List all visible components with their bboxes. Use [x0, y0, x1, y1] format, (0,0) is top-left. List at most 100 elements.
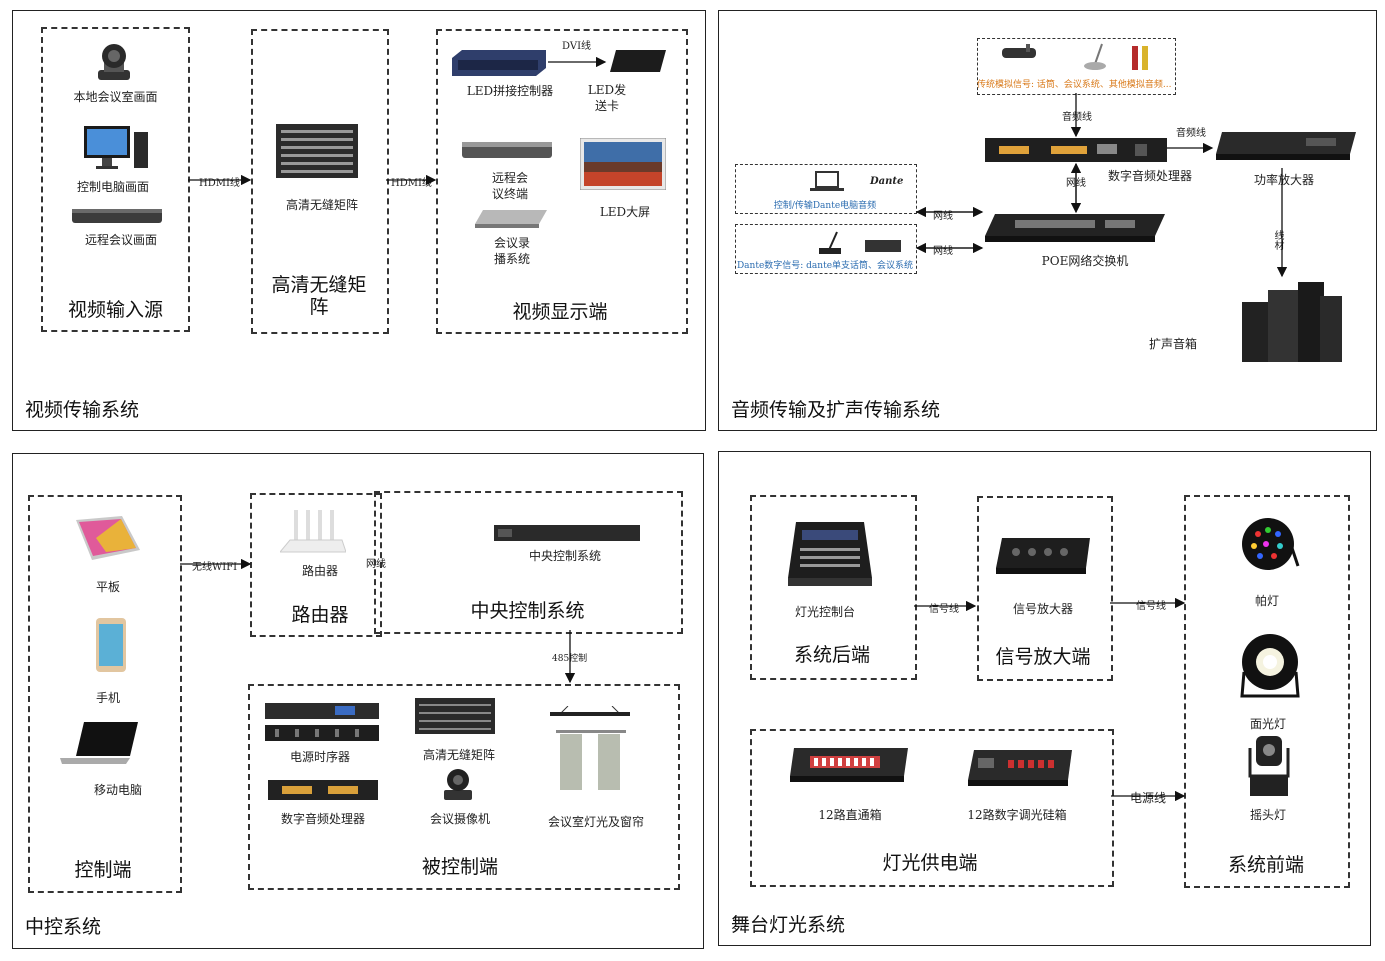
audio-processor-icon	[985, 138, 1167, 162]
dante-mic-icon	[815, 230, 845, 256]
central-control-group-label: 中央控制系统	[470, 600, 585, 622]
hdmi-cable-label-1: HDMI线	[199, 178, 240, 189]
led-controller-icon	[452, 50, 546, 76]
speaker-cable-label: 线材	[1272, 230, 1283, 250]
matrix-device-label: 高清无缝矩阵	[285, 198, 358, 212]
controlled-matrix-label: 高清无缝矩阵	[422, 748, 495, 762]
poe-switch-icon	[985, 214, 1165, 244]
backend-group-label: 系统后端	[793, 644, 870, 666]
router-device-label: 路由器	[301, 564, 338, 578]
recording-system-label: 会议录 播系统	[493, 236, 530, 266]
audio-system-title: 音频传输及扩声传输系统	[731, 399, 941, 421]
poe-switch-label: POE网络交换机	[1041, 254, 1129, 268]
central-control-group	[374, 491, 683, 634]
dante-logo: Dante	[870, 176, 904, 187]
led-sender-icon	[610, 50, 666, 74]
gooseneck-mic-icon	[1082, 40, 1108, 70]
analog-source-label: 传统模拟信号: 话筒、会议系统、其他模拟音频...	[977, 80, 1172, 90]
wifi-label: 无线WIFI	[192, 562, 238, 573]
speaker-cabinets-icon	[1242, 282, 1342, 362]
net-label: 网线	[366, 559, 386, 570]
moving-head-label: 摇头灯	[1249, 808, 1286, 822]
speakers-label: 扩声音箱	[1148, 337, 1197, 351]
laptop-device-icon	[60, 722, 140, 766]
control-system-title: 中控系统	[25, 916, 102, 938]
controlled-dsp-label: 数字音频处理器	[280, 812, 365, 826]
led-sender-label: LED发 送卡	[587, 83, 627, 113]
matrix-group-label: 高清无缝矩 阵	[271, 274, 367, 318]
net-line-label-2: 网线	[933, 211, 953, 222]
signal-line-label-1: 信号线	[929, 604, 959, 615]
display-group-label: 视频显示端	[512, 301, 608, 323]
power-sequencer-label: 电源时序器	[289, 750, 350, 764]
conference-camera-label: 会议摄像机	[429, 812, 490, 826]
tablet-icon	[76, 516, 140, 562]
par-light-label: 帕灯	[1254, 594, 1279, 608]
control-end-group-label: 控制端	[74, 859, 132, 881]
frontend-group-label: 系统前端	[1227, 854, 1304, 876]
router-group-label: 路由器	[291, 604, 349, 626]
remote-conf-label: 远程会议画面	[84, 233, 157, 247]
hd-matrix-icon	[276, 124, 358, 178]
video-input-group-label: 视频输入源	[67, 299, 163, 321]
router-icon	[278, 510, 347, 558]
amplifier-group	[977, 496, 1113, 681]
power-amplifier-icon	[1216, 132, 1356, 162]
controlled-matrix-icon	[415, 698, 495, 734]
dante-box-icon	[865, 238, 901, 254]
led-screen-label: LED大屏	[599, 205, 651, 219]
power-amplifier-label: 功率放大器	[1253, 173, 1314, 187]
dante-mic-label: Dante数字信号: dante单支话筒、会议系统	[736, 261, 914, 271]
ptz-camera-icon	[92, 42, 136, 82]
conference-camera-icon	[438, 766, 478, 802]
stage-system-title: 舞台灯光系统	[731, 914, 846, 936]
controlled-group-label: 被控制端	[421, 856, 498, 878]
video-system-title: 视频传输系统	[25, 399, 140, 421]
wireless-mic-icon	[1000, 42, 1040, 66]
led-controller-label: LED拼接控制器	[466, 84, 554, 98]
dimmer-box-icon	[968, 750, 1072, 788]
dvi-cable-label: DVI线	[562, 41, 592, 52]
tablet-label: 平板	[95, 580, 120, 594]
power-line-label: 电源线	[1130, 791, 1167, 805]
phone-icon	[96, 618, 126, 672]
power-group	[750, 729, 1114, 887]
remote-terminal-icon	[462, 140, 552, 160]
dante-pc-label: 控制/传输Dante电脑音频	[773, 201, 877, 211]
lighting-console-icon	[788, 522, 872, 588]
desktop-pc-icon	[84, 126, 150, 170]
signal-amplifier-label: 信号放大器	[1012, 602, 1073, 616]
lights-curtain-icon	[550, 705, 634, 792]
net-line-label-3: 网线	[933, 246, 953, 257]
conference-terminal-icon	[72, 205, 162, 225]
laptop-label: 移动电脑	[93, 783, 142, 797]
power-sequencer-icon	[265, 703, 379, 741]
dante-pc-box	[735, 164, 917, 214]
controlled-group	[248, 684, 680, 890]
led-screen-icon	[579, 137, 667, 191]
control-end-group	[28, 495, 182, 893]
par-light-icon	[1240, 518, 1300, 580]
audio-line-label-1: 音频线	[1062, 112, 1092, 123]
lighting-console-label: 灯光控制台	[794, 605, 855, 619]
phone-label: 手机	[95, 691, 120, 705]
controlled-dsp-icon	[268, 780, 378, 800]
dimmer-box-label: 12路数字调光硅箱	[967, 808, 1067, 822]
central-control-device-label: 中央控制系统	[528, 549, 601, 563]
audio-line-label-2: 音频线	[1176, 128, 1206, 139]
frontend-group	[1184, 495, 1350, 888]
video-display-group	[436, 29, 688, 334]
pc-screen-label: 控制电脑画面	[76, 180, 149, 194]
local-room-label: 本地会议室画面	[73, 90, 158, 104]
direct-box-icon	[790, 748, 908, 784]
central-control-icon	[494, 523, 640, 543]
remote-terminal-label: 远程会 议终端	[491, 171, 528, 201]
power-group-label: 灯光供电端	[882, 852, 978, 874]
recording-system-icon	[475, 210, 547, 230]
audio-processor-label: 数字音频处理器	[1107, 169, 1192, 183]
net-line-label-1: 网线	[1066, 178, 1086, 189]
signal-amplifier-icon	[996, 538, 1090, 578]
face-light-label: 面光灯	[1249, 717, 1286, 731]
direct-box-label: 12路直通箱	[818, 808, 882, 822]
moving-head-icon	[1246, 736, 1292, 798]
